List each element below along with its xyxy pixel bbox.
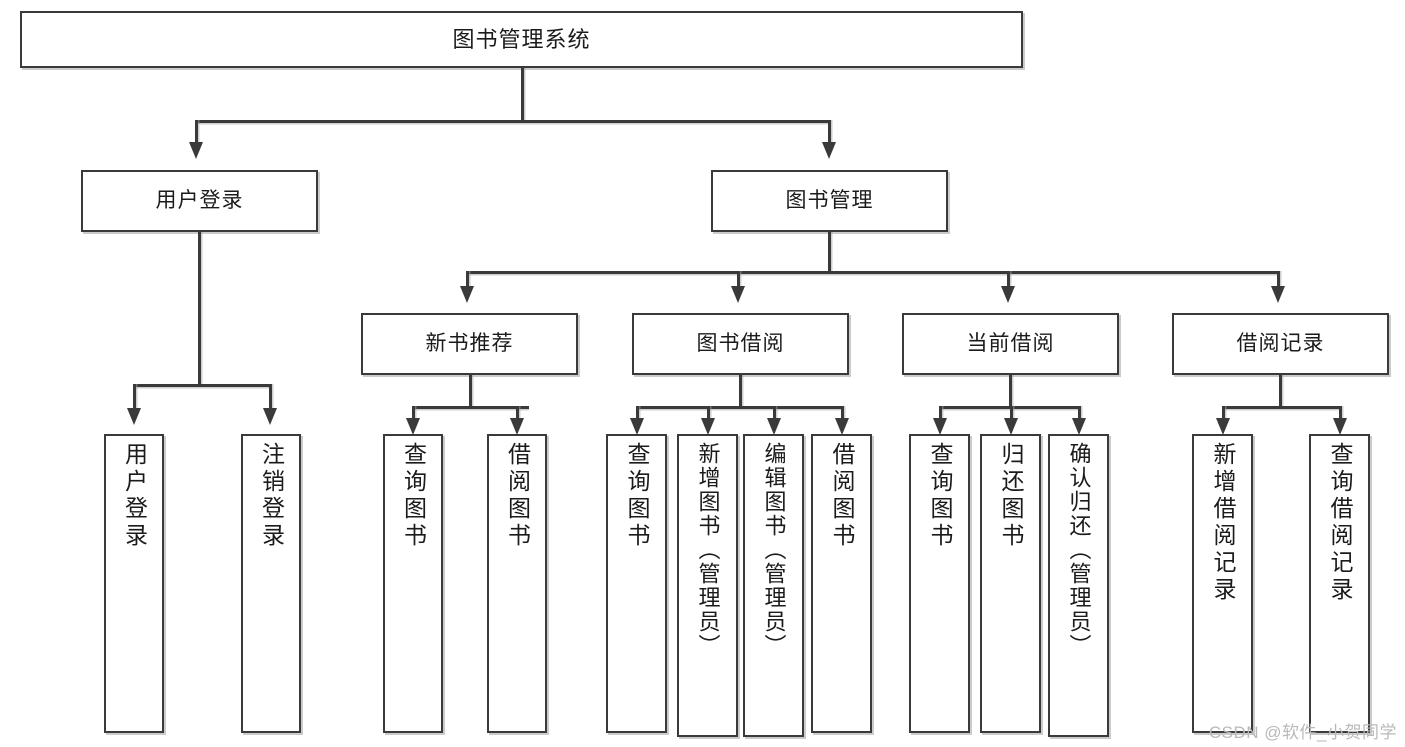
arrowhead-cb-leaf-2 (1004, 418, 1018, 435)
connector-drop-bb-leaf-4 (841, 406, 844, 420)
arrowhead-leaf-user-login (127, 408, 141, 425)
node-label: 归还图书 (998, 442, 1024, 550)
leaf-br-add-record[interactable]: 新增借阅记录 (1192, 434, 1253, 733)
node-label: 确认归还（管理员） (1066, 442, 1092, 658)
connector-drop-bb-leaf-3 (773, 406, 776, 420)
connector-drop-current-borrow (1007, 271, 1010, 288)
node-current-borrow[interactable]: 当前借阅 (902, 313, 1119, 375)
arrowhead-leaf-logout (263, 408, 277, 425)
arrowhead-book-mgmt (822, 142, 836, 159)
node-label: 当前借阅 (966, 331, 1055, 355)
node-label: 注销登录 (258, 442, 285, 550)
leaf-br-query-record[interactable]: 查询借阅记录 (1309, 434, 1370, 733)
connector-drop-br-leaf-1 (1222, 406, 1225, 420)
arrowhead-bb-leaf-2 (701, 418, 715, 435)
connector-drop-book-borrow (737, 271, 740, 288)
connector-book-mgmt-bus (466, 271, 1280, 274)
leaf-cb-query-book[interactable]: 查询图书 (909, 434, 970, 733)
connector-new-book-bus (412, 406, 529, 409)
node-label: 查询图书 (624, 442, 650, 550)
arrowhead-nb-leaf-2 (510, 418, 524, 435)
connector-book-borrow-bus (636, 406, 843, 409)
node-label: 新书推荐 (425, 331, 514, 355)
arrowhead-user-login (189, 142, 203, 159)
node-label: 图书管理系统 (452, 26, 591, 52)
connector-drop-cb-leaf-2 (1010, 406, 1013, 420)
connector-root-stem (521, 68, 524, 121)
node-root-system[interactable]: 图书管理系统 (20, 11, 1023, 68)
node-book-management[interactable]: 图书管理 (711, 170, 948, 232)
node-label: 查询图书 (927, 442, 953, 550)
arrowhead-bb-leaf-1 (630, 418, 644, 435)
connector-book-mgmt-stem (828, 232, 831, 272)
node-label: 编辑图书（管理员） (761, 442, 787, 658)
arrowhead-borrow-record (1271, 286, 1285, 303)
arrowhead-br-leaf-2 (1333, 418, 1347, 435)
connector-drop-leaf-logout (269, 384, 272, 410)
leaf-bb-query-book[interactable]: 查询图书 (606, 434, 667, 733)
connector-borrow-record-stem (1279, 375, 1282, 407)
connector-current-borrow-bus (939, 406, 1080, 409)
connector-user-login-bus (133, 384, 271, 387)
connector-current-borrow-stem (1009, 375, 1012, 407)
node-label: 借阅记录 (1236, 331, 1325, 355)
node-label: 查询图书 (400, 442, 427, 550)
connector-drop-user-login (195, 120, 198, 144)
arrowhead-cb-leaf-3 (1072, 418, 1086, 435)
connector-new-book-stem (469, 375, 472, 407)
connector-root-bus (195, 120, 829, 123)
arrowhead-current-borrow (1001, 286, 1015, 303)
node-label: 用户登录 (155, 188, 244, 212)
arrowhead-book-borrow (731, 286, 745, 303)
leaf-logout[interactable]: 注销登录 (241, 434, 301, 733)
connector-drop-leaf-user-login (133, 384, 136, 410)
arrowhead-bb-leaf-4 (835, 418, 849, 435)
leaf-bb-add-book-admin[interactable]: 新增图书（管理员） (677, 434, 738, 737)
connector-drop-nb-leaf-1 (412, 406, 415, 420)
leaf-nb-query-book[interactable]: 查询图书 (383, 434, 443, 733)
watermark-text: CSDN @软件_小贺同学 (1208, 723, 1397, 742)
connector-drop-br-leaf-2 (1339, 406, 1342, 420)
connector-drop-new-book (466, 271, 469, 288)
connector-drop-nb-leaf-2 (516, 406, 519, 420)
leaf-nb-borrow-book[interactable]: 借阅图书 (487, 434, 547, 733)
connector-user-login-stem (198, 232, 201, 385)
connector-drop-bb-leaf-2 (707, 406, 710, 420)
arrowhead-new-book (460, 286, 474, 303)
connector-borrow-record-bus (1222, 406, 1341, 409)
connector-drop-bb-leaf-1 (636, 406, 639, 420)
connector-drop-borrow-record (1277, 271, 1280, 288)
node-label: 新增图书（管理员） (695, 442, 721, 658)
leaf-cb-return-book[interactable]: 归还图书 (980, 434, 1041, 733)
leaf-bb-edit-book-admin[interactable]: 编辑图书（管理员） (743, 434, 804, 737)
arrowhead-cb-leaf-1 (933, 418, 947, 435)
connector-drop-cb-leaf-1 (939, 406, 942, 420)
arrowhead-br-leaf-1 (1216, 418, 1230, 435)
node-label: 新增借阅记录 (1210, 442, 1236, 604)
connector-drop-cb-leaf-3 (1078, 406, 1081, 420)
leaf-user-login[interactable]: 用户登录 (104, 434, 164, 733)
leaf-bb-borrow-book[interactable]: 借阅图书 (811, 434, 872, 733)
node-book-borrow[interactable]: 图书借阅 (632, 313, 849, 375)
node-borrow-record[interactable]: 借阅记录 (1172, 313, 1389, 375)
node-label: 借阅图书 (504, 442, 531, 550)
node-label: 借阅图书 (829, 442, 855, 550)
node-user-login[interactable]: 用户登录 (81, 170, 318, 232)
connector-book-borrow-stem (739, 375, 742, 407)
arrowhead-bb-leaf-3 (767, 418, 781, 435)
node-label: 图书借阅 (696, 331, 785, 355)
arrowhead-nb-leaf-1 (406, 418, 420, 435)
node-new-book-recommend[interactable]: 新书推荐 (361, 313, 578, 375)
node-label: 查询借阅记录 (1327, 442, 1353, 604)
connector-drop-book-mgmt (828, 120, 831, 144)
leaf-cb-confirm-return-admin[interactable]: 确认归还（管理员） (1048, 434, 1109, 737)
node-label: 用户登录 (121, 442, 148, 550)
node-label: 图书管理 (785, 188, 874, 212)
